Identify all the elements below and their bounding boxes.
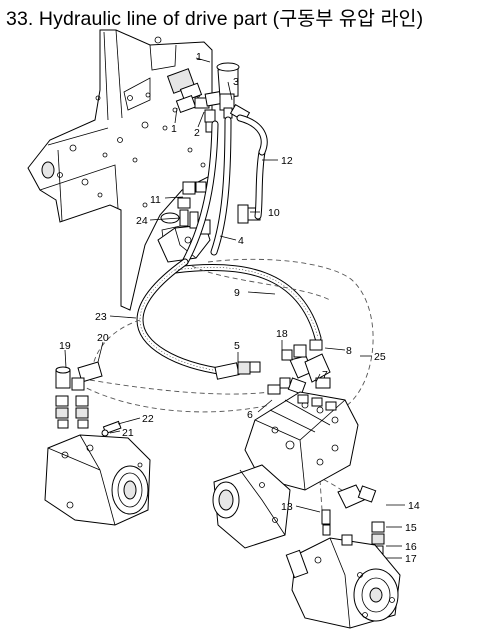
callout-21: 21: [122, 427, 134, 439]
callout-16: 16: [405, 541, 417, 553]
right-fittings: [321, 484, 385, 564]
main-pump: [212, 391, 359, 549]
callout-7: 7: [322, 369, 328, 381]
callout-25: 25: [374, 351, 386, 363]
callout-3: 3: [233, 76, 239, 88]
callout-22: 22: [142, 413, 154, 425]
callout-17: 17: [405, 553, 417, 565]
callout-4: 4: [238, 235, 244, 247]
callout-8: 8: [346, 345, 352, 357]
mid-fittings: [214, 339, 331, 395]
callout-1-bottom: 1: [171, 123, 177, 135]
callout-12: 12: [281, 155, 293, 167]
callout-14: 14: [408, 500, 420, 512]
left-fittings: [55, 361, 122, 437]
callout-1-top: 1: [196, 51, 202, 63]
right-drive-motor: [285, 534, 401, 629]
callout-15: 15: [405, 522, 417, 534]
leader-lines: [64, 57, 405, 559]
page-title: 33. Hydraulic line of drive part (구동부 유압…: [6, 8, 424, 30]
frame-plate: [27, 29, 213, 311]
left-drive-motor: [44, 434, 151, 526]
callout-19: 19: [59, 340, 71, 352]
callout-11: 11: [150, 194, 161, 206]
callout-24: 24: [136, 215, 148, 227]
callouts: 1 3 1 2 12 11 10 24 4 9 23 18 20 19 5 8 …: [59, 51, 420, 565]
callout-18: 18: [276, 328, 288, 340]
callout-9: 9: [234, 287, 240, 299]
callout-5: 5: [234, 340, 240, 352]
callout-23: 23: [95, 311, 107, 323]
callout-20: 20: [97, 332, 109, 344]
callout-10: 10: [268, 207, 280, 219]
callout-6: 6: [247, 409, 253, 421]
callout-2: 2: [194, 127, 200, 139]
hoses: [136, 114, 322, 376]
upper-fittings: [166, 62, 261, 224]
callout-13: 13: [281, 501, 293, 513]
